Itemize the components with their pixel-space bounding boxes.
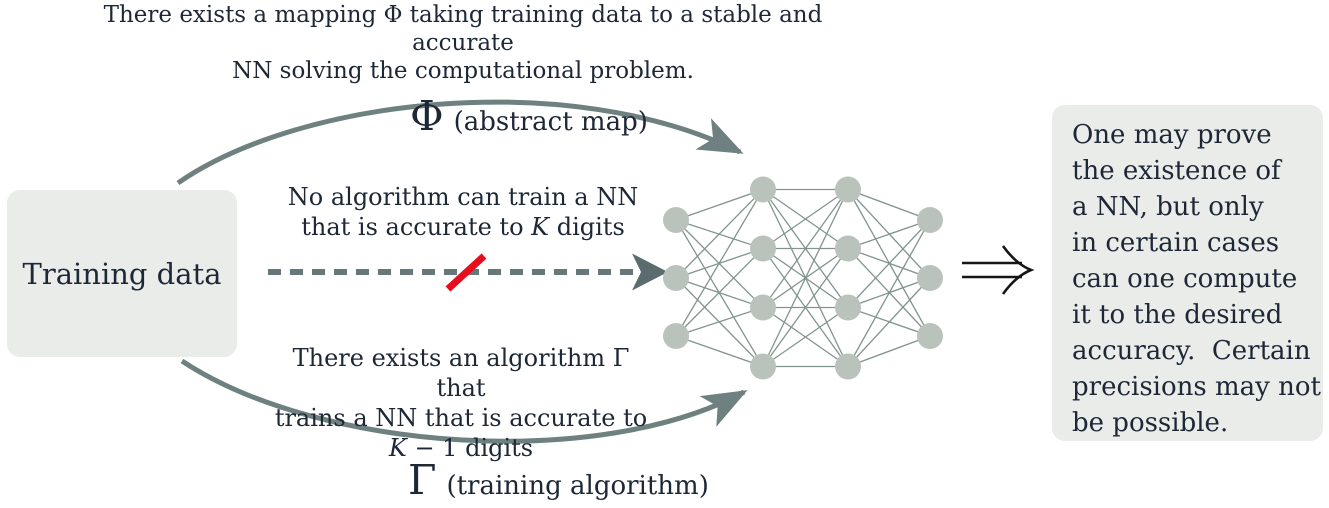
nn-node xyxy=(835,353,861,380)
nn-node xyxy=(750,294,776,321)
caption-line-2: NN solving the computational problem. xyxy=(232,58,694,84)
phi-symbol: Φ xyxy=(410,92,444,140)
nn-edge xyxy=(675,306,764,337)
nn-node xyxy=(663,323,689,349)
gamma-exists-line-1: There exists an algorithm Γ that xyxy=(292,344,630,402)
nn-edge xyxy=(675,188,764,221)
conclusion-line: it to the desired xyxy=(1072,300,1283,330)
gamma-exists-text: There exists an algorithm Γ that trains … xyxy=(268,343,654,463)
conclusion-line: precisions may not xyxy=(1072,372,1321,402)
nn-edge xyxy=(762,306,849,368)
nn-edge xyxy=(762,248,849,367)
nn-edge xyxy=(762,189,849,308)
nn-edge xyxy=(847,219,931,308)
gamma-symbol: Γ xyxy=(408,456,437,504)
nn-edge xyxy=(675,189,764,279)
nn-node xyxy=(750,235,776,262)
neural-network xyxy=(663,176,943,380)
conclusion-line: One may prove xyxy=(1072,120,1272,150)
phi-arrow-label: Φ (abstract map) xyxy=(410,92,648,140)
negation-slash-icon xyxy=(445,253,487,292)
gamma-exists-line-3: K − 1 digits xyxy=(388,434,534,462)
nn-node xyxy=(917,207,943,233)
no-algorithm-line-2: that is accurate to K digits xyxy=(301,213,625,241)
conclusion-line: be possible. xyxy=(1072,408,1229,438)
nn-edge xyxy=(847,335,931,368)
conclusion-line: the existence of xyxy=(1072,156,1281,186)
nn-edge xyxy=(762,189,849,367)
nn-node xyxy=(663,207,689,233)
gamma-arrow-label: Γ (training algorithm) xyxy=(408,456,709,504)
nn-node xyxy=(750,176,776,203)
nn-node xyxy=(835,176,861,203)
conclusion-line: in certain cases xyxy=(1072,228,1280,258)
implies-arrow-icon xyxy=(962,245,1035,295)
nn-edge xyxy=(675,248,764,337)
gamma-annotation: (training algorithm) xyxy=(446,471,709,501)
phi-annotation: (abstract map) xyxy=(453,107,648,137)
training-data-label: Training data xyxy=(22,256,222,291)
caption: There exists a mapping Φ taking training… xyxy=(58,1,868,85)
nn-edge xyxy=(847,219,931,367)
nn-node xyxy=(917,265,943,291)
dashed-arrowhead-icon xyxy=(632,253,668,291)
nn-edge xyxy=(847,188,931,221)
gamma-arrow xyxy=(180,358,748,444)
nn-node xyxy=(750,353,776,380)
nn-node xyxy=(835,235,861,262)
nn-edge xyxy=(762,188,849,250)
gamma-exists-line-2: trains a NN that is accurate to xyxy=(274,404,648,432)
nn-node xyxy=(663,265,689,291)
training-data-box: Training data xyxy=(7,190,237,357)
conclusion-line: can one compute xyxy=(1072,264,1298,294)
nn-edge xyxy=(847,219,931,250)
conclusion-line: a NN, but only xyxy=(1072,192,1264,222)
math-k: K xyxy=(531,213,550,241)
nn-edge xyxy=(847,277,931,367)
phi-arrow xyxy=(176,99,744,186)
caption-line-1: There exists a mapping Φ taking training… xyxy=(103,2,823,56)
no-algorithm-text: No algorithm can train a NN that is accu… xyxy=(270,182,656,242)
conclusion-box: One may prove the existence of a NN, but… xyxy=(1052,105,1323,441)
no-algorithm-line-1: No algorithm can train a NN xyxy=(287,183,639,211)
math-k-minus-1: K xyxy=(388,434,407,462)
nn-edge xyxy=(675,189,764,337)
nn-node xyxy=(917,323,943,349)
nn-node xyxy=(835,294,861,321)
conclusion-line: accuracy. Certain xyxy=(1072,336,1311,366)
nn-edge xyxy=(675,335,764,368)
